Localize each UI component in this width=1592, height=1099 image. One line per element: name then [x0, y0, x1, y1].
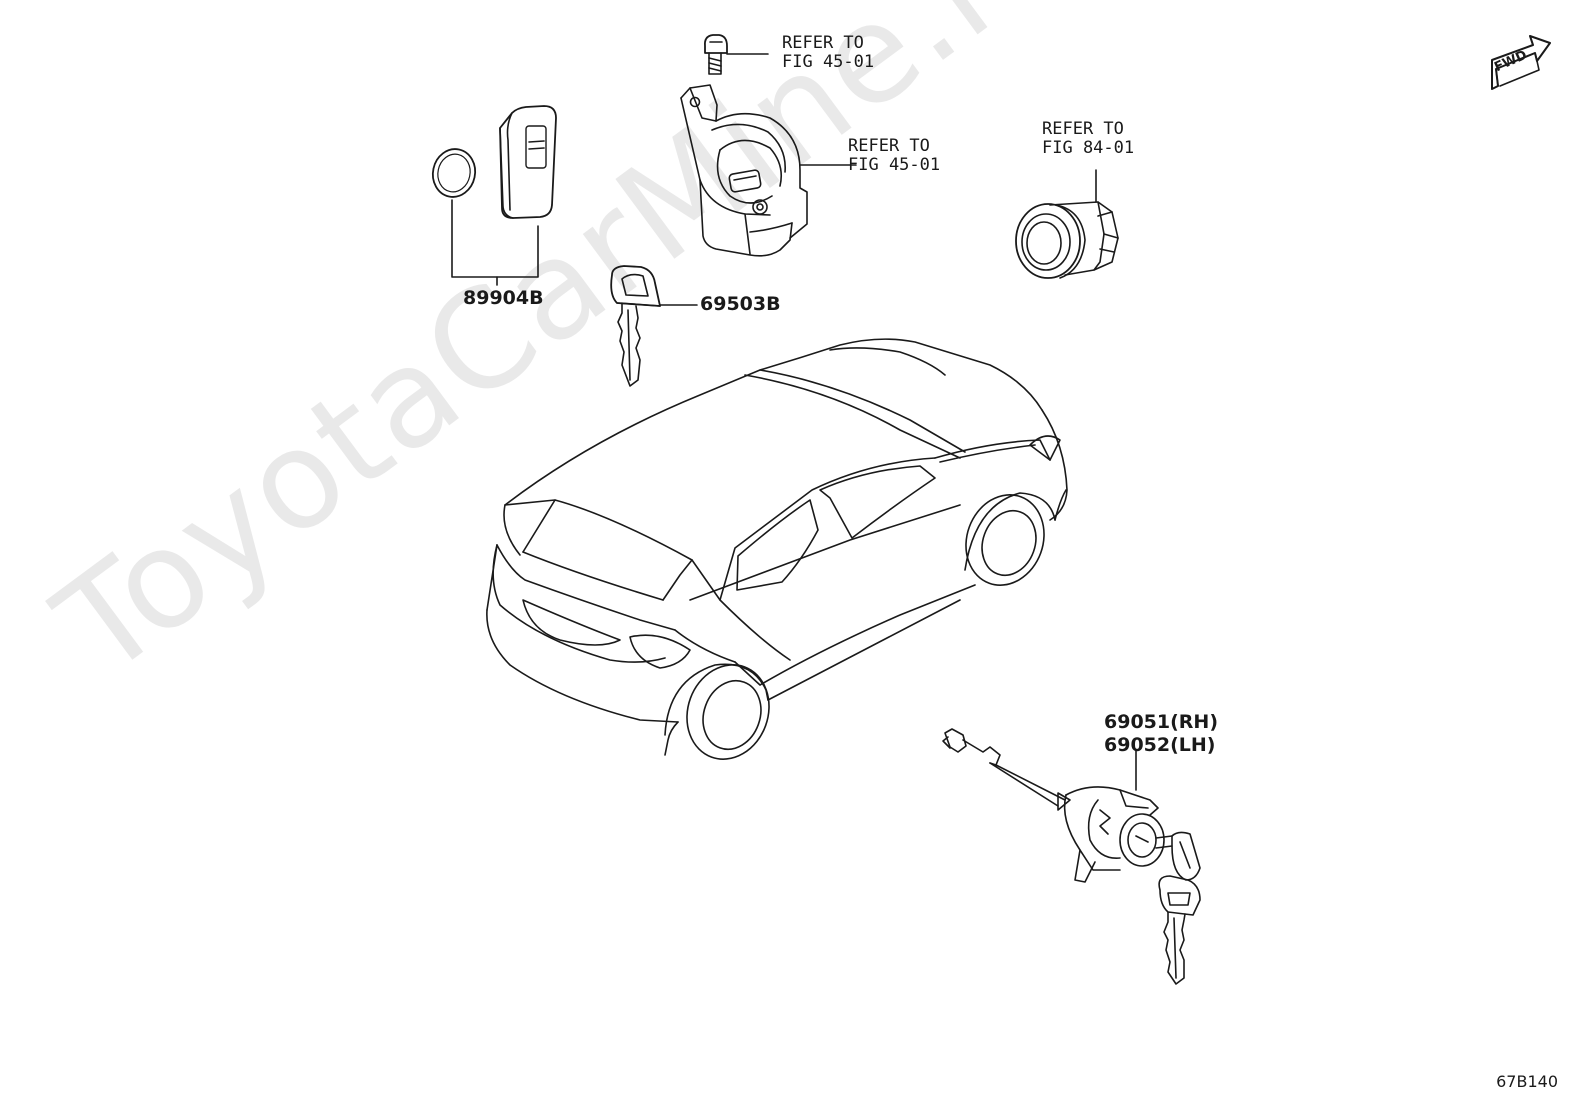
- transmitter-assembly: [431, 105, 557, 286]
- figure-id: 67B140: [1496, 1072, 1558, 1091]
- switch-refer-line1: REFER TO: [848, 136, 930, 156]
- bolt-refer-line1: REFER TO: [782, 33, 864, 53]
- ignition-key: [610, 265, 698, 387]
- part-number-door-lock-rh: 69051(RH): [1104, 711, 1218, 733]
- door-lock-cylinder-assembly: [942, 728, 1201, 985]
- switch-refer-line2: FIG 45-01: [848, 155, 941, 175]
- push-button-refer-line2: FIG 84-01: [1042, 138, 1135, 158]
- push-start-switch: [1015, 169, 1119, 279]
- bolt-icon: [704, 34, 769, 75]
- part-number-transmitter: 89904B: [463, 287, 544, 309]
- part-number-ignition-key: 69503B: [700, 293, 781, 315]
- ignition-switch-assembly: [680, 84, 857, 257]
- vehicle-outline: [486, 338, 1068, 760]
- part-number-door-lock-lh: 69052(LH): [1104, 734, 1216, 756]
- bolt-refer-line2: FIG 45-01: [782, 52, 875, 72]
- push-button-refer-line1: REFER TO: [1042, 119, 1124, 139]
- fwd-arrow-icon: [1491, 35, 1551, 90]
